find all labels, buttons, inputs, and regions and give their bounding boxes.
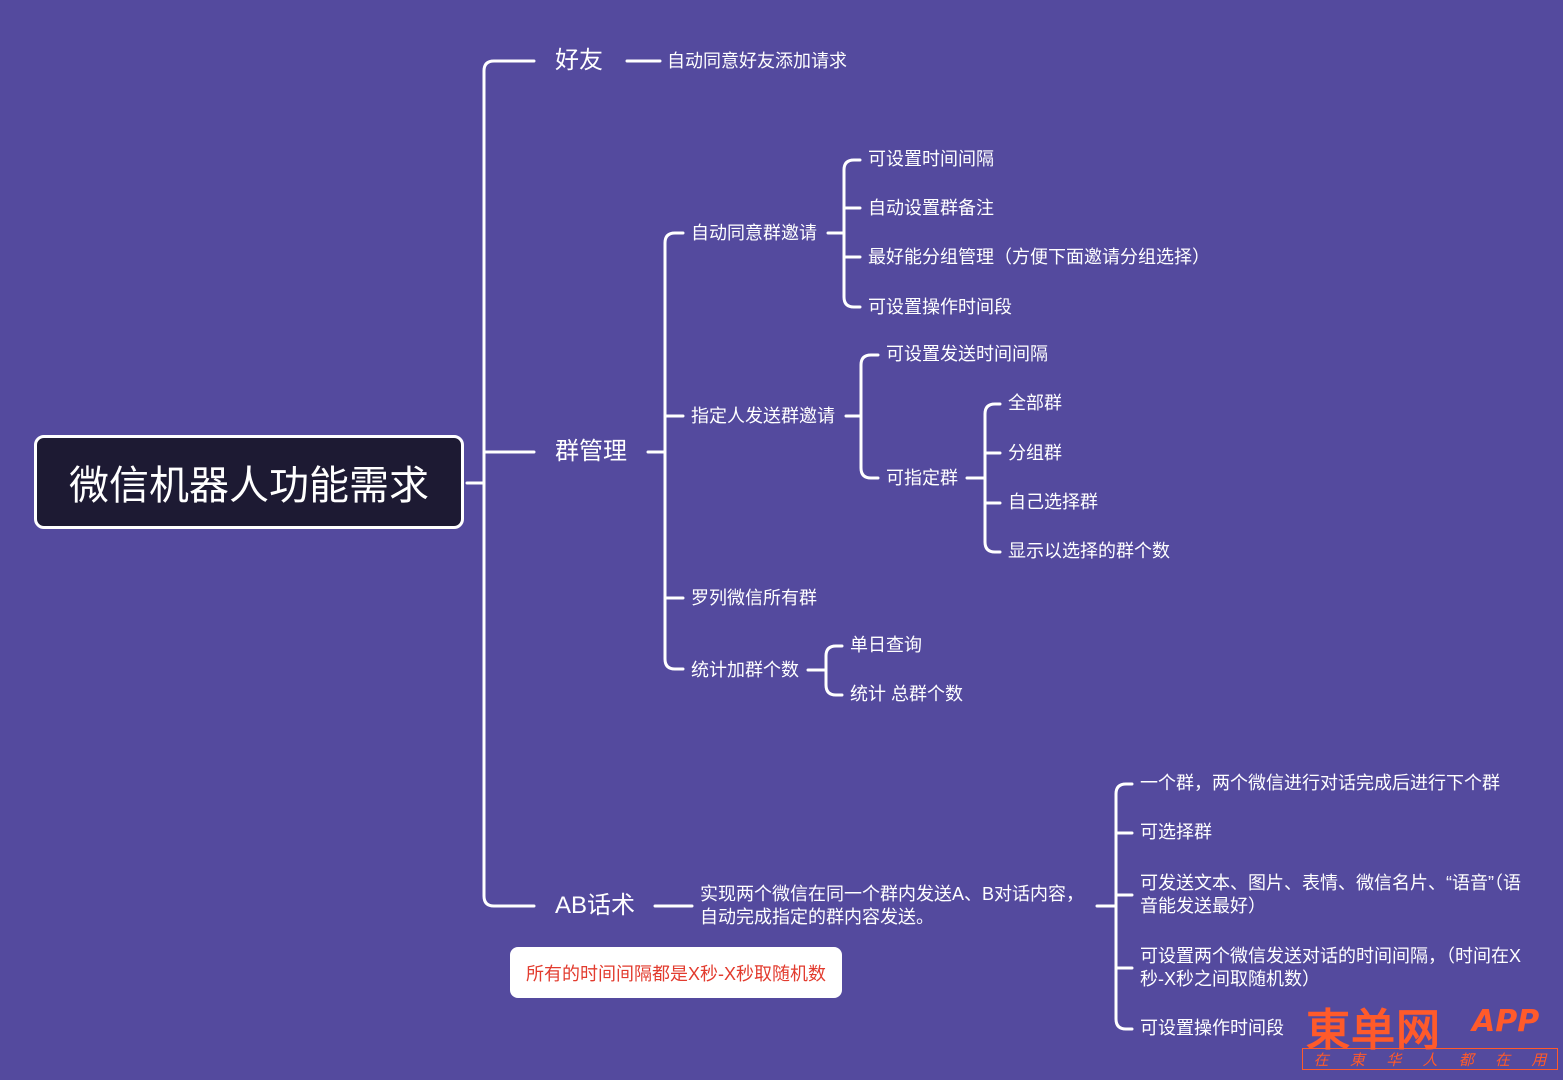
branch-friend: 好友 — [555, 47, 603, 74]
watermark-char: 用 — [1531, 1051, 1547, 1069]
node-leaf: 显示以选择的群个数 — [1008, 541, 1170, 561]
branch-ab-script: AB话术 — [555, 892, 636, 919]
node-assign-invite: 指定人发送群邀请 — [691, 406, 835, 426]
branch-group-manage: 群管理 — [555, 438, 627, 465]
node-leaf: 可设置操作时间段 — [1140, 1018, 1284, 1038]
watermark-slogan: 在 東 华 人 都 在 用 — [1302, 1048, 1558, 1070]
node-leaf: 统计 总群个数 — [850, 684, 964, 704]
node-leaf: 可设置操作时间段 — [868, 297, 1012, 317]
node-auto-accept-group: 自动同意群邀请 — [691, 223, 817, 243]
node-leaf: 可设置两个微信发送对话的时间间隔，（时间在X秒-X秒之间取随机数） — [1140, 946, 1522, 989]
watermark-char: 東 — [1349, 1051, 1365, 1069]
watermark-logo: 東单网 APP 在 東 华 人 都 在 用 — [1302, 994, 1560, 1074]
node-leaf: 可设置发送时间间隔 — [886, 344, 1048, 364]
node-leaf: 分组群 — [1008, 443, 1062, 463]
root-title: 微信机器人功能需求 — [69, 464, 429, 508]
node-stats: 统计加群个数 — [691, 660, 799, 680]
node-ab-desc-line2: 自动完成指定的群内容发送。 — [700, 907, 934, 927]
root-node: 微信机器人功能需求 — [34, 435, 464, 529]
node-leaf: 自己选择群 — [1008, 492, 1098, 512]
watermark-char: 华 — [1386, 1051, 1402, 1069]
node-leaf: 自动设置群备注 — [868, 198, 994, 218]
watermark-char: 在 — [1313, 1051, 1329, 1069]
node-specify-group: 可指定群 — [886, 468, 958, 488]
watermark-char: 在 — [1495, 1051, 1511, 1069]
watermark-char: 都 — [1458, 1051, 1474, 1069]
watermark-main: 東单网 — [1306, 1005, 1441, 1056]
node-leaf: 可设置时间间隔 — [868, 149, 994, 169]
note-box: 所有的时间间隔都是X秒-X秒取随机数 — [510, 947, 842, 998]
watermark-char: 人 — [1422, 1051, 1438, 1069]
node-auto-accept-friend: 自动同意好友添加请求 — [667, 51, 847, 71]
node-leaf: 全部群 — [1008, 393, 1062, 413]
node-leaf: 一个群，两个微信进行对话完成后进行下个群 — [1140, 773, 1500, 793]
watermark-app: APP — [1472, 1004, 1540, 1039]
node-list-all-groups: 罗列微信所有群 — [691, 588, 817, 608]
node-leaf: 可发送文本、图片、表情、微信名片、“语音”（语音能发送最好） — [1140, 873, 1521, 916]
node-ab-desc-line1: 实现两个微信在同一个群内发送A、B对话内容， — [700, 884, 1085, 904]
node-leaf: 单日查询 — [850, 635, 922, 655]
node-leaf: 最好能分组管理（方便下面邀请分组选择） — [868, 247, 1210, 267]
node-leaf: 可选择群 — [1140, 822, 1212, 842]
note-text: 所有的时间间隔都是X秒-X秒取随机数 — [525, 963, 826, 984]
